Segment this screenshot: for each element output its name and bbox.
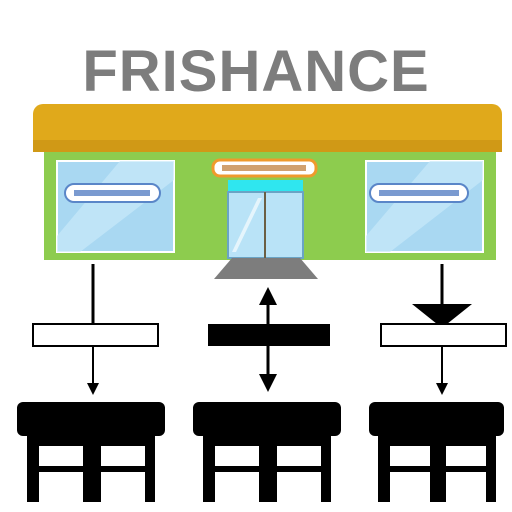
branch-center [193,287,341,502]
storefront-window-left [56,160,175,253]
distribution-bar-outline [32,323,159,347]
branch-store-icon [369,402,504,502]
distribution-bar-filled [208,324,330,346]
storefront-awning [33,104,502,150]
branch-store-icon [17,402,165,502]
storefront-icon [33,104,502,279]
storefront-window-right [365,160,484,253]
branch-right [369,264,507,502]
storefront-steps [214,258,318,279]
diagram-title: FRISHANCE [82,39,430,104]
storefront-door [227,180,304,259]
storefront-sign [211,158,318,178]
distribution-bar-outline [380,323,507,347]
branch-left [17,264,165,502]
branch-store-icon [193,402,341,502]
arrow-down-icon [412,304,472,328]
